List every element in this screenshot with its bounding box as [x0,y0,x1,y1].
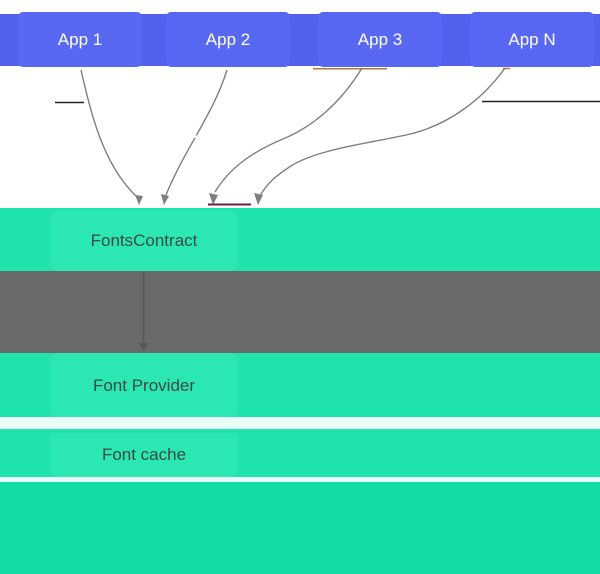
arrowhead-app1 [135,195,143,205]
app-node-label: App N [508,29,556,49]
arrowhead-appn [254,193,263,205]
arrowhead-app2 [161,194,169,205]
band-gap [0,417,600,429]
app-node-label: App 1 [57,29,103,49]
fonts-contract-label: FontsContract [90,230,198,250]
app-node-2: App 2 [166,12,290,67]
app-node-label: App 2 [205,29,251,49]
font-cache-label: Font cache [101,445,187,464]
arrow-curve-appn [259,67,506,197]
white-line-artifact [110,135,197,138]
fonts-contract-node: FontsContract [50,210,238,271]
app-node-1: App 1 [18,12,142,67]
arrow-curve-app1 [80,69,137,197]
font-provider-node: Font Provider [50,353,238,418]
arrow-curve-app3 [214,67,363,193]
band-gap [0,477,600,482]
system-gray-band [0,271,600,353]
font-provider-label: Font Provider [92,375,196,395]
app-node-label: App 3 [357,29,403,49]
footer-teal-block [0,482,600,574]
arrowhead-app3 [209,193,218,205]
arrow-curve-app2 [165,69,228,196]
app-node-3: App 3 [318,12,442,67]
font-cache-node: Font cache [50,433,238,477]
app-node-n: App N [470,12,594,67]
